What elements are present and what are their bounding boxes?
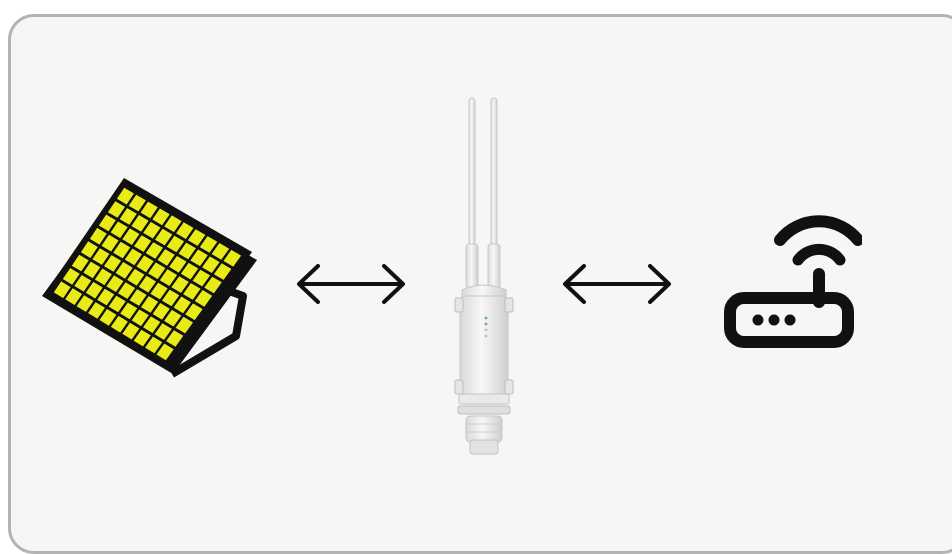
outdoor-access-point-node — [448, 94, 520, 460]
double-arrow-icon — [560, 262, 674, 306]
wifi-router-icon — [722, 208, 862, 350]
solar-panel-node — [38, 178, 262, 382]
solar-panel-icon — [38, 178, 262, 382]
double-arrow-icon — [294, 262, 408, 306]
outdoor-access-point-icon — [448, 94, 520, 460]
bidirectional-arrow-1 — [294, 262, 408, 306]
diagram-canvas — [0, 0, 952, 540]
router-node — [722, 208, 862, 350]
bidirectional-arrow-2 — [560, 262, 674, 306]
